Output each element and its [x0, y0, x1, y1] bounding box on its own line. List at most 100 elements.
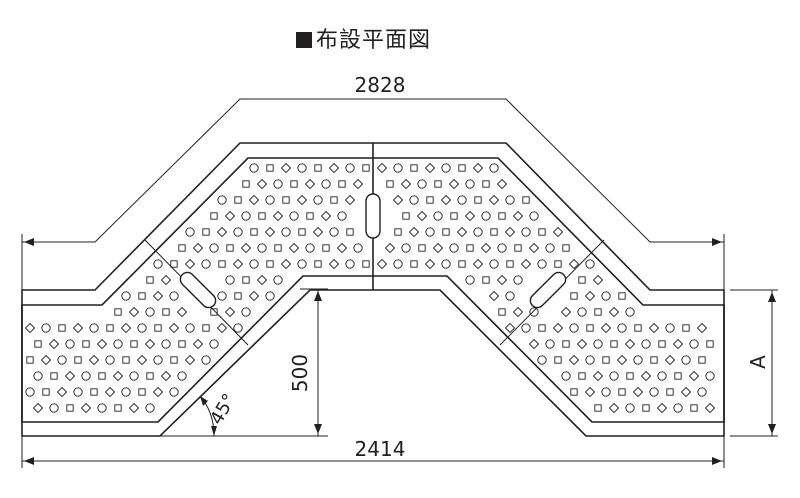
- pattern-circle: [505, 195, 515, 205]
- top-dimension-line: [22, 98, 724, 243]
- pattern-circle: [545, 243, 555, 253]
- pattern-square: [234, 196, 242, 204]
- pattern-circle: [209, 339, 219, 349]
- pattern-circle: [585, 355, 595, 365]
- pattern-square: [682, 324, 690, 332]
- pattern-circle: [489, 259, 499, 269]
- pattern-circle: [665, 323, 675, 333]
- pattern-diamond: [376, 258, 388, 270]
- pattern-circle: [601, 387, 611, 397]
- pattern-diamond: [232, 258, 244, 270]
- pattern-circle: [457, 195, 467, 205]
- pattern-diamond: [488, 290, 500, 302]
- pattern-circle: [705, 371, 715, 381]
- pattern-diamond: [168, 322, 180, 334]
- pattern-diamond: [408, 226, 420, 238]
- pattern-circle: [465, 275, 475, 285]
- pattern-circle: [145, 307, 155, 317]
- pattern-diamond: [256, 178, 268, 190]
- pattern-diamond: [192, 338, 204, 350]
- connector-slots: [179, 193, 567, 309]
- pattern-circle: [153, 355, 163, 365]
- pattern-diamond: [56, 386, 68, 398]
- pattern-square: [570, 292, 578, 300]
- pattern-diamond: [96, 338, 108, 350]
- bottom-dim-arrow-left: [24, 457, 34, 465]
- pattern-circle: [537, 259, 547, 269]
- pattern-square: [442, 228, 450, 236]
- pattern-square: [162, 308, 170, 316]
- pattern-circle: [217, 195, 227, 205]
- pattern-diamond: [592, 370, 604, 382]
- pattern-square: [106, 324, 114, 332]
- pattern-diamond: [600, 322, 612, 334]
- pattern-square: [562, 340, 570, 348]
- pattern-diamond: [320, 210, 332, 222]
- pattern-circle: [489, 163, 499, 173]
- pattern-diamond: [520, 258, 532, 270]
- pattern-square: [34, 340, 42, 348]
- pattern-square: [674, 372, 682, 380]
- pattern-square: [202, 228, 210, 236]
- pattern-square: [602, 356, 610, 364]
- pattern-circle: [105, 355, 115, 365]
- pattern-circle: [409, 195, 419, 205]
- pattern-circle: [201, 259, 211, 269]
- pattern-diamond: [664, 354, 676, 366]
- pattern-square: [146, 372, 154, 380]
- pattern-circle: [417, 179, 427, 189]
- pattern-diamond: [504, 322, 516, 334]
- pattern-diamond: [496, 178, 508, 190]
- pattern-square: [578, 276, 586, 284]
- pattern-diamond: [352, 178, 364, 190]
- side-a-arrow-top: [768, 292, 776, 302]
- pattern-square: [138, 292, 146, 300]
- pattern-diamond: [552, 322, 564, 334]
- pattern-diamond: [512, 306, 524, 318]
- pattern-diamond: [224, 306, 236, 318]
- pattern-diamond: [416, 210, 428, 222]
- pattern-diamond: [288, 242, 300, 254]
- pattern-diamond: [424, 258, 436, 270]
- pattern-square: [218, 260, 226, 268]
- pattern-square: [594, 404, 602, 412]
- pattern-diamond: [432, 242, 444, 254]
- pattern-square: [658, 340, 666, 348]
- pattern-circle: [641, 339, 651, 349]
- pattern-circle: [537, 355, 547, 365]
- top-dim-arrow-right: [712, 238, 722, 246]
- pattern-square: [418, 244, 426, 252]
- pattern-square: [138, 388, 146, 396]
- pattern-circle: [529, 307, 539, 317]
- pattern-diamond: [176, 306, 188, 318]
- pattern-circle: [585, 259, 595, 269]
- pattern-square: [554, 260, 562, 268]
- pattern-diamond: [392, 194, 404, 206]
- pattern-circle: [521, 227, 531, 237]
- inner-outline: [21, 157, 725, 423]
- pattern-square: [634, 324, 642, 332]
- title-text: 布設平面図: [316, 28, 432, 53]
- pattern-circle: [233, 227, 243, 237]
- pattern-diamond: [192, 242, 204, 254]
- pattern-diamond: [464, 210, 476, 222]
- pattern-circle: [305, 243, 315, 253]
- top-dim-arrow-left: [24, 238, 34, 246]
- pattern-square: [506, 260, 514, 268]
- pattern-square: [202, 324, 210, 332]
- pattern-square: [314, 260, 322, 268]
- pattern-square: [538, 228, 546, 236]
- pattern-square: [170, 356, 178, 364]
- pattern-diamond: [152, 290, 164, 302]
- pattern-square: [458, 164, 466, 172]
- pattern-diamond: [424, 162, 436, 174]
- pattern-circle: [649, 387, 659, 397]
- pattern-diamond: [472, 162, 484, 174]
- pattern-square: [362, 164, 370, 172]
- pattern-diamond: [560, 306, 572, 318]
- pattern-circle: [209, 243, 219, 253]
- pattern-circle: [521, 323, 531, 333]
- pattern-circle: [81, 371, 91, 381]
- pattern-diamond: [264, 226, 276, 238]
- pattern-circle: [633, 355, 643, 365]
